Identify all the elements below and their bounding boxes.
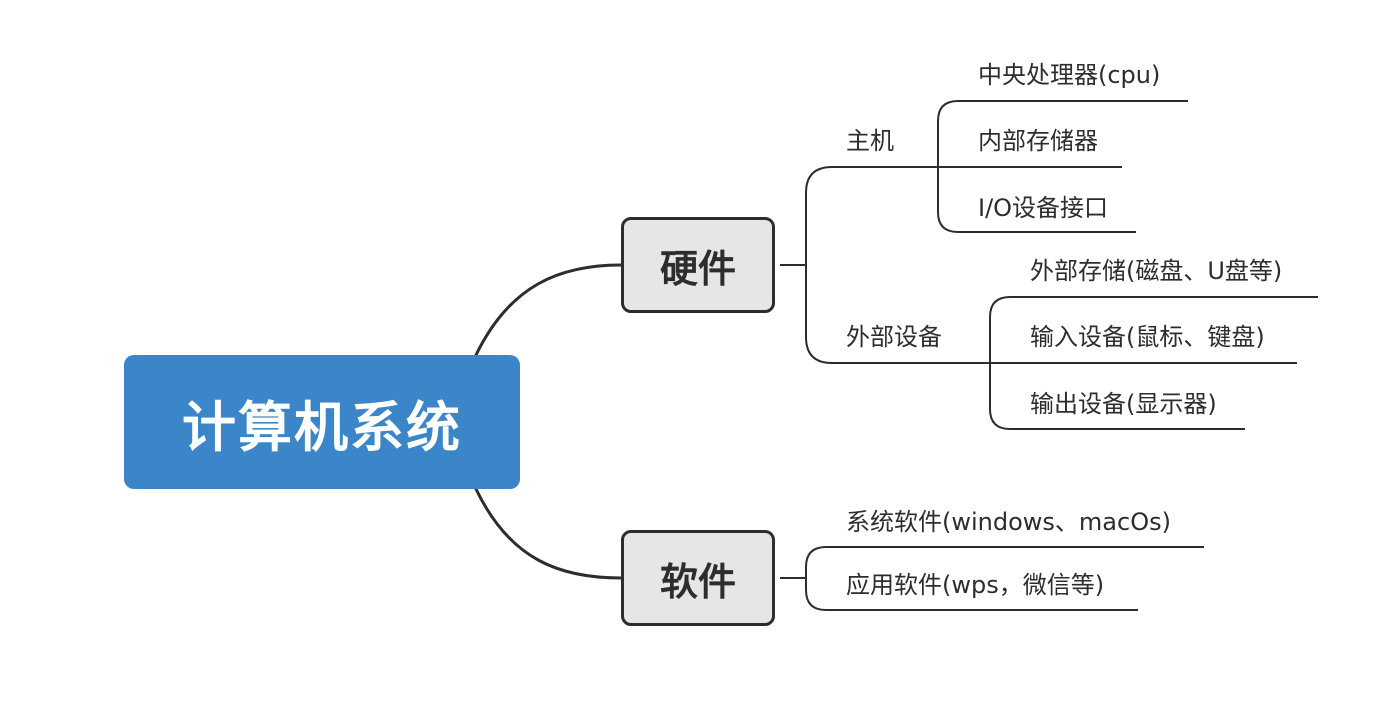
connector-software-bracket xyxy=(780,546,827,611)
system-software-topic[interactable]: 系统软件(windows、macOs) xyxy=(846,508,1171,536)
input-device-topic[interactable]: 输入设备(鼠标、键盘) xyxy=(1030,323,1265,351)
connector-hardware-bracket xyxy=(780,166,833,364)
application-software-topic[interactable]: 应用软件(wps，微信等) xyxy=(846,571,1105,599)
external-storage-topic[interactable]: 外部存储(磁盘、U盘等) xyxy=(1030,257,1283,285)
host-topic[interactable]: 主机 xyxy=(846,127,894,155)
peripheral-topic[interactable]: 外部设备 xyxy=(846,323,942,351)
root-node[interactable]: 计算机系统 xyxy=(124,355,520,489)
root-connectors xyxy=(474,263,623,580)
software-label: 软件 xyxy=(659,559,736,604)
connector-root-hardware xyxy=(474,263,623,357)
sub-connectors xyxy=(780,100,1318,611)
output-device-topic[interactable]: 输出设备(显示器) xyxy=(1030,390,1217,418)
internal-memory-topic[interactable]: 内部存储器 xyxy=(978,127,1098,155)
software-node[interactable]: 软件 xyxy=(621,530,775,626)
io-interface-topic[interactable]: I/O设备接口 xyxy=(978,194,1109,222)
root-label: 计算机系统 xyxy=(182,395,462,459)
hardware-label: 硬件 xyxy=(659,246,736,291)
connector-root-software xyxy=(474,487,623,580)
hardware-node[interactable]: 硬件 xyxy=(621,217,775,313)
cpu-topic[interactable]: 中央处理器(cpu) xyxy=(978,61,1161,89)
